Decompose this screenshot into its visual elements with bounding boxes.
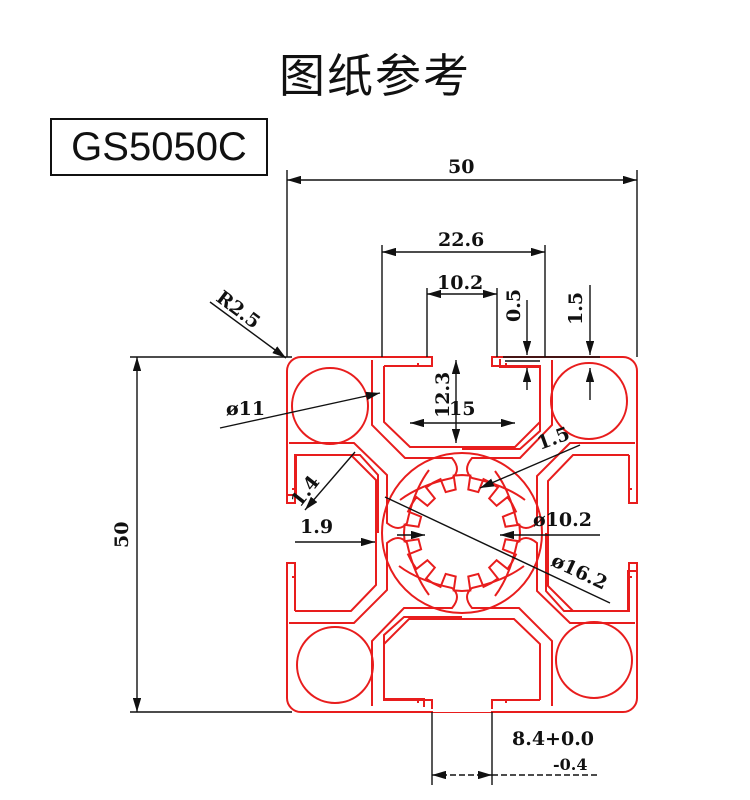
dim-slot-outer: 22.6 [438,229,484,251]
dim-center-bore: ø10.2 [533,509,592,531]
dim-corner-hole: ø11 [226,398,265,420]
dim-lip-thickness: 1.5 [565,292,587,325]
aluminum-profile [282,354,642,713]
dim-slot-inner: 10.2 [437,272,483,294]
dimension-labels: 50 22.6 10.2 0.5 1.5 R2.5 ø11 12.3 15 1.… [111,156,611,774]
dim-slot-opening: 8.4+0.0 [512,728,594,750]
dim-slot-depth: 12.3 [432,372,454,418]
model-label: GS5050C [50,118,268,176]
dim-wall-thickness: 1.9 [300,516,333,538]
page-title: 图纸参考 [279,49,471,103]
dim-arm-thickness: 1.4 [287,471,325,511]
dim-center-outer: ø16.2 [548,550,611,595]
dim-slot-bottom: 15 [449,398,475,420]
dim-slot-opening-tol: -0.4 [553,755,587,774]
dim-height: 50 [111,522,133,548]
dim-lip-gap: 0.5 [503,289,525,322]
center-ring [381,452,543,614]
dimension-lines [130,170,638,785]
dim-width: 50 [448,156,474,178]
